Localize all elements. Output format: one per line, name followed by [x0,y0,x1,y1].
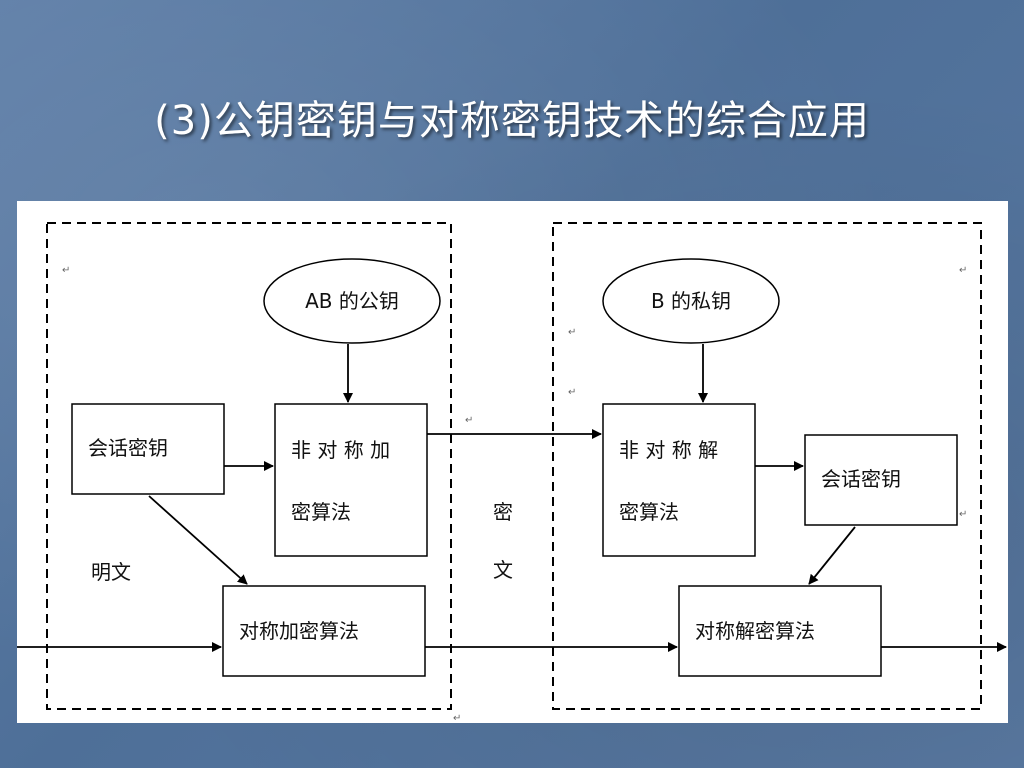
asym-decrypt-box [602,403,756,557]
session-key-left-label: 会话密钥 [88,436,168,460]
ciphertext-label-2: 文 [493,558,513,582]
session-key-right-label: 会话密钥 [821,467,901,491]
ab-public-key-ellipse [263,258,441,344]
arrow-session-key-to-sym-decrypt [808,526,856,585]
asym-encrypt-box [274,403,428,557]
ab-public-key-label: AB 的公钥 [305,289,399,313]
para-mark: ↵ [959,265,967,276]
diagram-panel: AB 的公钥 B 的私钥 会话密钥 非 对 称 加 密算法 非 对 称 解 密算… [17,201,1008,723]
receiver-dashed-group [552,222,982,710]
para-mark: ↵ [465,415,473,426]
session-key-left-box [71,403,225,495]
session-key-right-box [804,434,958,526]
asym-decrypt-label-2: 密算法 [619,500,679,524]
sym-encrypt-box [222,585,426,677]
para-mark: ↵ [62,265,70,276]
asym-encrypt-label-2: 密算法 [291,500,351,524]
encryption-flow-diagram: AB 的公钥 B 的私钥 会话密钥 非 对 称 加 密算法 非 对 称 解 密算… [17,222,1007,723]
arrow-session-key-to-sym-encrypt [148,495,248,585]
para-mark: ↵ [568,387,576,398]
para-mark: ↵ [959,509,967,520]
para-mark: ↵ [453,713,461,723]
sender-dashed-group [46,222,452,710]
asym-encrypt-label-1: 非 对 称 加 [291,438,390,462]
sym-encrypt-label: 对称加密算法 [239,619,359,643]
sym-decrypt-box [678,585,882,677]
slide-title: (3)公钥密钥与对称密钥技术的综合应用 [154,98,870,144]
para-mark: ↵ [568,327,576,338]
b-private-key-label: B 的私钥 [651,289,731,313]
ciphertext-label-1: 密 [493,500,513,524]
asym-decrypt-label-1: 非 对 称 解 [619,438,718,462]
b-private-key-ellipse [602,258,780,344]
plaintext-label: 明文 [91,560,131,584]
sym-decrypt-label: 对称解密算法 [695,619,815,643]
